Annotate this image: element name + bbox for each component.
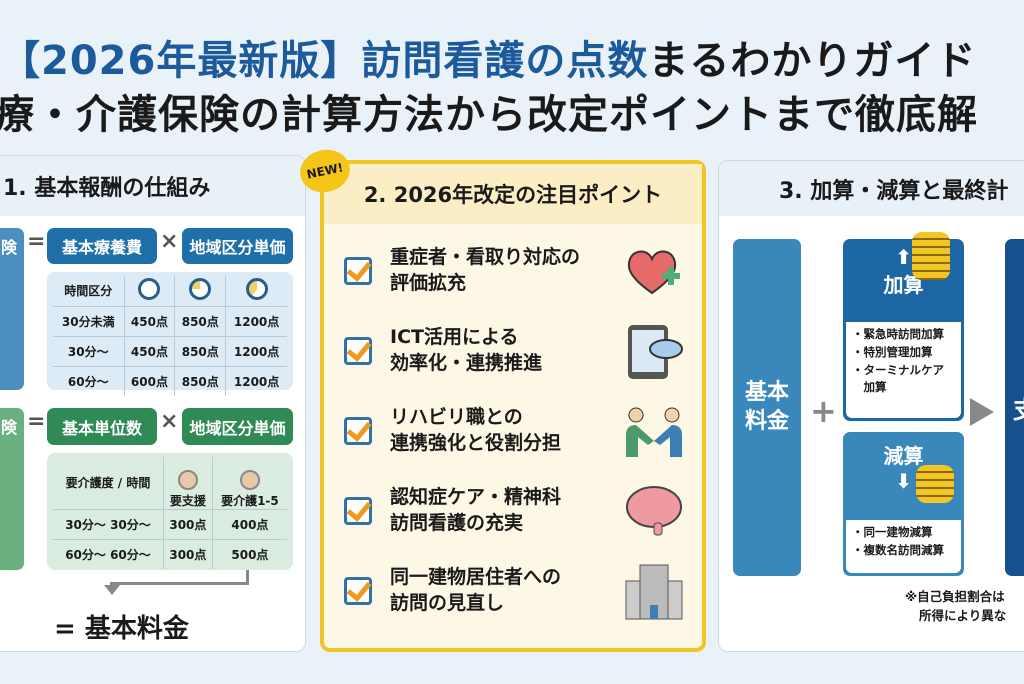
- subtraction-title: 減算: [883, 444, 924, 468]
- final-amount-box: 支: [1005, 239, 1024, 576]
- base-fee-box: 基本料金: [733, 239, 801, 576]
- equals-sign: =: [27, 229, 46, 254]
- plus-sign: +: [810, 392, 837, 430]
- list-item: 認知症ケア・精神科訪問看護の充実: [344, 476, 684, 546]
- building-icon: [625, 564, 683, 620]
- arrow-up-icon: ⬆: [895, 245, 912, 269]
- page-title: 【2026年最新版】訪問看護の点数まるわかりガイド: [0, 38, 977, 84]
- basic-fee-box: 基本療養費: [47, 228, 157, 264]
- heart-plus-icon: [627, 250, 680, 295]
- page-subtitle: 療・介護保険の計算方法から改定ポイントまで徹底解: [0, 92, 978, 138]
- area-unit-price-box: 地域区分単価: [182, 228, 293, 264]
- checkbox-icon: [344, 497, 372, 525]
- addition-list: ・緊急時訪問加算・特別管理加算・ターミナルケア 加算: [846, 322, 961, 418]
- list-item: リハビリ職との連携強化と役割分担: [344, 396, 684, 466]
- care-insurance-box: 険: [0, 408, 24, 570]
- basic-fee-result: = 基本料金: [54, 614, 189, 644]
- times-sign: ×: [160, 229, 179, 254]
- checkbox-icon: [344, 257, 372, 285]
- checkbox-icon: [344, 417, 372, 445]
- handshake-icon: [626, 407, 682, 457]
- connector-line: [110, 570, 249, 585]
- arrow-down-icon: ⬇: [895, 469, 912, 493]
- arrow-down-icon: [104, 585, 120, 595]
- tablet-cloud-icon: [628, 325, 683, 379]
- basic-units-box: 基本単位数: [47, 408, 157, 445]
- clock-icon: [138, 278, 161, 301]
- brain-icon: [626, 486, 682, 536]
- checkbox-icon: [344, 577, 372, 605]
- section2-heading: 2. 2026年改定の注目ポイント: [324, 164, 702, 224]
- checkbox-icon: [344, 337, 372, 365]
- list-item: 重症者・看取り対応の評価拡充: [344, 236, 684, 306]
- coins-icon: [912, 232, 950, 280]
- note-text: ※自己負担割合は所得により異な: [905, 589, 1007, 623]
- elderly-woman-icon: [177, 469, 198, 490]
- arrow-right-icon: [970, 398, 994, 426]
- clock-icon: [245, 278, 268, 301]
- section1-heading: 1. 基本報酬の仕組み: [0, 156, 305, 216]
- elderly-man-icon: [239, 469, 260, 490]
- area-unit-price-box: 地域区分単価: [182, 408, 293, 445]
- section3-heading: 3. 加算・減算と最終計: [719, 161, 1024, 216]
- equals-sign: =: [27, 409, 46, 434]
- medical-insurance-box: 険: [0, 228, 24, 390]
- times-sign: ×: [160, 409, 179, 434]
- subtraction-list: ・同一建物減算・複数名訪問減算: [846, 520, 961, 573]
- subtraction-box: 減算 ⬇ ・同一建物減算・複数名訪問減算: [843, 432, 964, 576]
- list-item: 同一建物居住者への訪問の見直し: [344, 556, 684, 626]
- clock-icon: [189, 278, 212, 301]
- section2-panel: 2. 2026年改定の注目ポイント 重症者・看取り対応の評価拡充 ICT活用によ…: [320, 160, 706, 652]
- coins-icon: [916, 465, 954, 503]
- list-item: ICT活用による効率化・連携推進: [344, 316, 684, 386]
- addition-box: ⬆ 加算 ・緊急時訪問加算・特別管理加算・ターミナルケア 加算: [843, 239, 964, 421]
